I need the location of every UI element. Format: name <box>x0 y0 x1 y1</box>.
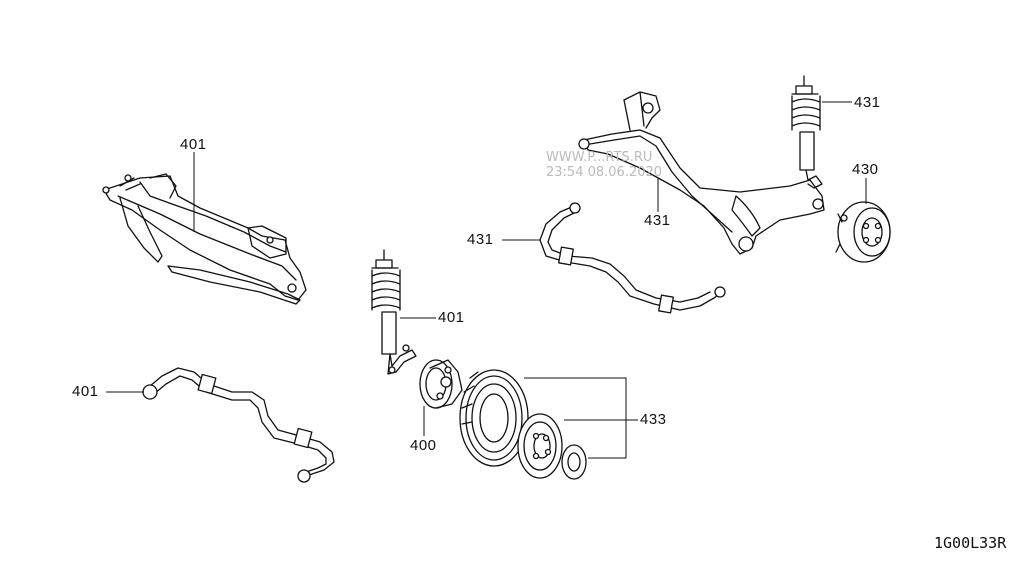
callout-431-arm: 431 <box>644 212 671 229</box>
rear-hub-drum <box>835 201 891 263</box>
watermark-line1: WWW.P...RTS.RU <box>546 150 653 165</box>
lower-control-arm <box>578 91 825 255</box>
callout-433-pulleys: 433 <box>640 411 667 428</box>
callout-400-hub: 400 <box>410 437 437 454</box>
watermark-line2: 23:54 08.06.2020 <box>546 165 663 180</box>
front-strut-assembly <box>371 249 417 375</box>
front-stabilizer-bar <box>539 202 726 314</box>
pulley-group <box>459 369 587 480</box>
callout-430-drum: 430 <box>852 161 879 178</box>
rear-stabilizer-bar <box>142 367 335 483</box>
callout-401-strut: 401 <box>438 309 465 326</box>
callout-431-strut: 431 <box>854 94 881 111</box>
leader-433-bracket <box>524 377 627 459</box>
diagram-code: 1G00L33R <box>934 534 1007 552</box>
callout-431-stabilizer: 431 <box>467 231 494 248</box>
rear-strut-assembly <box>791 75 823 189</box>
callout-401-stabilizer: 401 <box>72 383 99 400</box>
callout-401-subframe: 401 <box>180 136 207 153</box>
front-subframe <box>102 173 307 305</box>
watermark: WWW.P...RTS.RU 23:54 08.06.2020 <box>546 150 662 180</box>
front-hub-knuckle <box>419 359 463 409</box>
